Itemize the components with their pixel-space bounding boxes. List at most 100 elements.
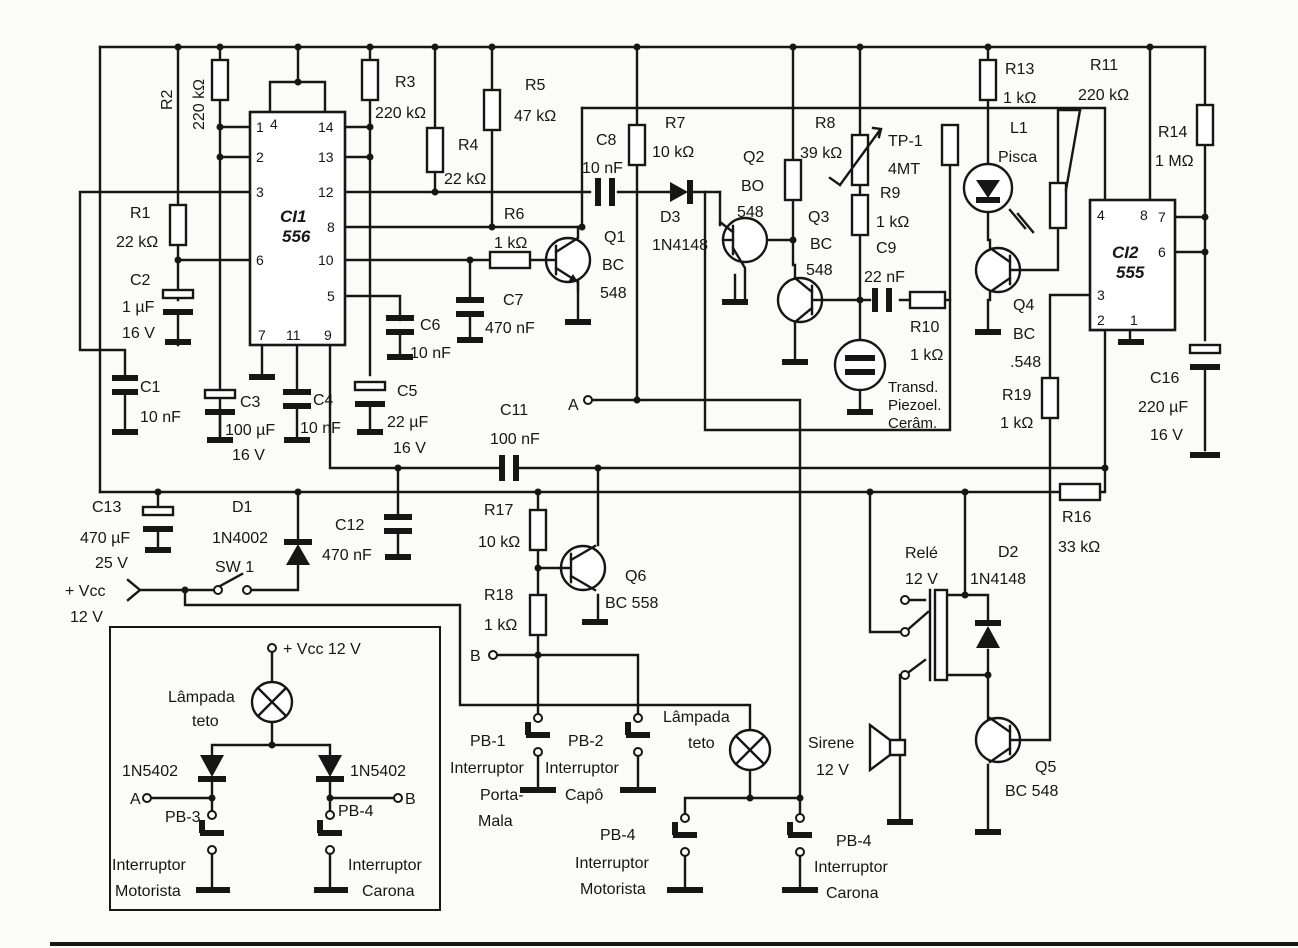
label-r19-value: 1 kΩ <box>1000 415 1033 432</box>
label-d1: D1 <box>232 499 253 516</box>
label-sw1: SW 1 <box>215 559 254 576</box>
vcc-input-terminal <box>126 578 142 602</box>
relay-coil <box>933 588 949 682</box>
label-d3-value: 1N4148 <box>652 237 708 254</box>
label-c5: C5 <box>397 383 418 400</box>
label-q2-num: 548 <box>737 204 764 221</box>
label-sirene: Sirene <box>808 735 854 752</box>
label-c13-value: 470 µF <box>80 530 130 547</box>
label-r8: R8 <box>815 115 836 132</box>
label-c3-voltage: 16 V <box>232 447 265 464</box>
label-b: B <box>470 648 481 665</box>
ci2-pin-8: 8 <box>1140 207 1148 223</box>
label-pb2-b: Capô <box>565 787 603 804</box>
label-rele-voltage: 12 V <box>905 571 938 588</box>
label-c9-value: 22 nF <box>864 269 905 286</box>
label-pb2-a: Interruptor <box>545 760 619 777</box>
label-lamp-1: Lâmpada <box>663 709 730 726</box>
label-r19: R19 <box>1002 387 1031 404</box>
label-d1-value: 1N4002 <box>212 530 268 547</box>
resistor-r13 <box>978 58 998 102</box>
label-r7: R7 <box>665 115 686 132</box>
inset-int-right-1: Interruptor <box>348 857 422 874</box>
ci1-pin-3: 3 <box>256 184 264 200</box>
capacitors <box>112 178 1222 560</box>
label-r2-value: 220 kΩ <box>191 79 208 130</box>
label-c8: C8 <box>596 132 617 149</box>
label-c3-value: 100 µF <box>225 422 275 439</box>
label-c3: C3 <box>240 394 261 411</box>
label-c4: C4 <box>313 392 334 409</box>
label-r16-value: 33 kΩ <box>1058 539 1100 556</box>
label-r13-value: 1 kΩ <box>1003 90 1036 107</box>
label-transd-3: Cerâm. <box>888 415 937 432</box>
label-q4: Q4 <box>1013 297 1034 314</box>
label-c2: C2 <box>130 272 151 289</box>
label-c13-voltage: 25 V <box>95 555 128 572</box>
resistor-r4 <box>425 126 445 174</box>
push-buttons <box>520 713 818 893</box>
label-pb4m: PB-4 <box>600 827 636 844</box>
lamp-teto <box>728 728 772 772</box>
label-r4: R4 <box>458 137 479 154</box>
resistor-r8-fixed <box>783 158 803 202</box>
ci1-pin-5: 5 <box>327 288 335 304</box>
piezo-transducer <box>833 338 887 392</box>
label-r10-value: 1 kΩ <box>910 347 943 364</box>
resistor-r8 <box>850 133 870 187</box>
label-rele: Relé <box>905 545 938 562</box>
label-r17-value: 10 kΩ <box>478 534 520 551</box>
ci1-pin-13: 13 <box>318 149 334 165</box>
resistor-r5 <box>482 88 502 132</box>
label-l1-value: Pisca <box>998 149 1037 166</box>
ci2-body <box>1088 198 1177 332</box>
label-r3-value: 220 kΩ <box>375 105 426 122</box>
resistor-r10 <box>908 290 947 310</box>
label-pb1: PB-1 <box>470 733 506 750</box>
label-c12-value: 470 nF <box>322 547 372 564</box>
label-transd-1: Transd. <box>888 379 938 396</box>
label-r14: R14 <box>1158 124 1187 141</box>
ci1-pin-8: 8 <box>327 219 335 235</box>
resistor-r1 <box>168 203 188 247</box>
label-r17: R17 <box>484 502 513 519</box>
label-q2: Q2 <box>743 149 764 166</box>
label-q4-type: BC <box>1013 326 1035 343</box>
label-q3-num: 548 <box>806 262 833 279</box>
label-r11: R11 <box>1090 57 1118 74</box>
relay-and-siren <box>126 395 949 825</box>
label-r1-value: 22 kΩ <box>116 234 158 251</box>
label-r8-value: 39 kΩ <box>800 145 842 162</box>
resistor-r18 <box>528 593 548 637</box>
label-c7: C7 <box>503 292 524 309</box>
label-r5: R5 <box>525 77 546 94</box>
resistor-r6 <box>488 250 532 270</box>
label-pb4c: PB-4 <box>836 833 872 850</box>
label-c8-value: 10 nF <box>582 160 623 177</box>
label-pb1-b: Porta- <box>480 787 524 804</box>
ci2-pin-7: 7 <box>1158 209 1166 225</box>
label-r3: R3 <box>395 74 416 91</box>
resistor-r11 <box>1048 181 1068 230</box>
inset-lamp-1: Lâmpada <box>168 689 235 706</box>
label-q5: Q5 <box>1035 759 1056 776</box>
inset-diagram <box>109 626 441 911</box>
label-r1: R1 <box>130 205 151 222</box>
resistor-r12 <box>940 123 960 167</box>
label-c5-voltage: 16 V <box>393 440 426 457</box>
label-c16-value: 220 µF <box>1138 399 1188 416</box>
inset-lamp-2: teto <box>192 713 219 730</box>
push-button-pb1 <box>520 713 556 793</box>
label-r11-value: 220 kΩ <box>1078 87 1129 104</box>
label-q1: Q1 <box>604 229 625 246</box>
ci1-pin-2: 2 <box>256 149 264 165</box>
ci1-pin-6: 6 <box>256 252 264 268</box>
junctions <box>154 43 1209 802</box>
push-button-pb2 <box>620 713 656 793</box>
label-c12: C12 <box>335 517 364 534</box>
resistor-r17 <box>528 508 548 552</box>
siren-speaker <box>868 722 907 773</box>
label-c1-value: 10 nF <box>140 409 181 426</box>
label-tp1-value: 4MT <box>888 161 920 178</box>
label-r16: R16 <box>1062 509 1091 526</box>
